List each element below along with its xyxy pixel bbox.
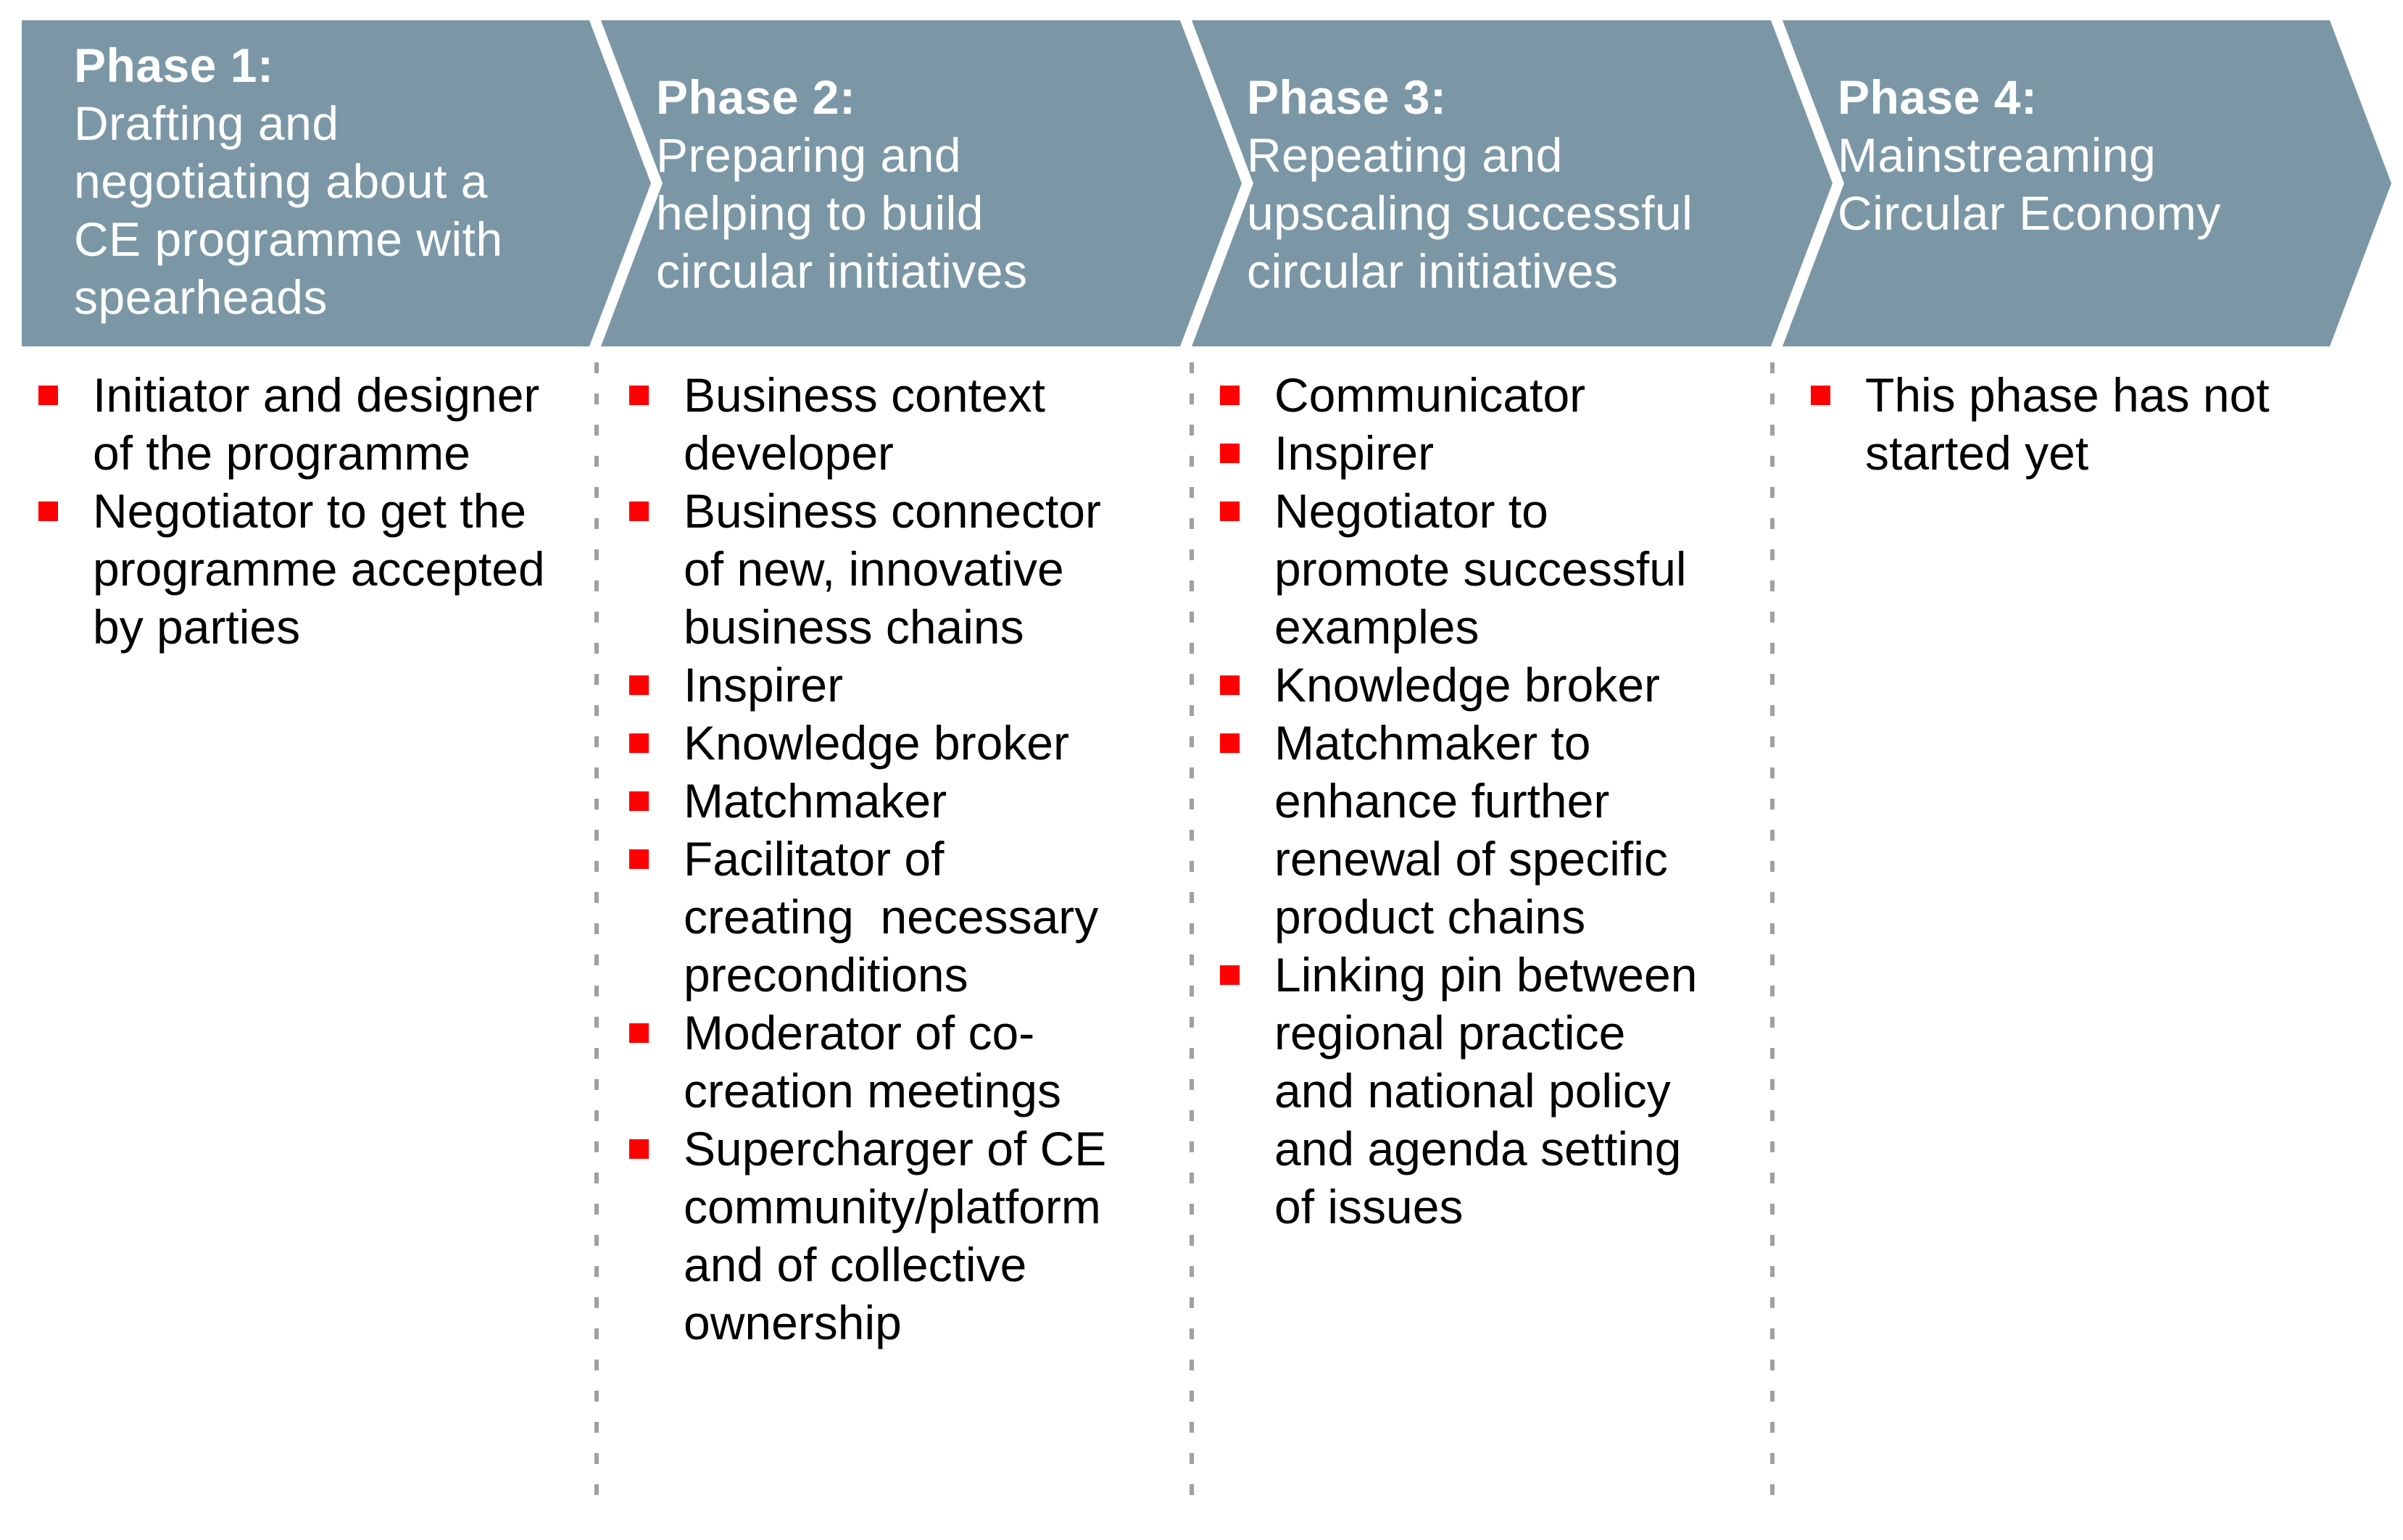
phase1-roles-list: Initiator and designer of the programme … (38, 366, 589, 656)
phase1-arrow-shape (22, 20, 651, 346)
list-item: Knowledge broker (629, 714, 1180, 772)
bullet-square-icon (629, 675, 649, 695)
bullet-square-icon (629, 1139, 649, 1159)
list-item: This phase has not started yet (1811, 366, 2383, 482)
phase4-header: Phase 4: Mainstreaming Circular Economy (1838, 68, 2360, 242)
phase2-title: Phase 2: (656, 70, 856, 124)
list-item: Business connector of new, innovative bu… (629, 482, 1180, 656)
column-divider-2 (1190, 362, 1194, 1515)
phase1-title: Phase 1: (74, 38, 274, 92)
bullet-text: Knowledge broker (1274, 658, 1660, 712)
bullet-text: Matchmaker (684, 774, 947, 828)
bullet-text: Business context developer (684, 368, 1045, 480)
list-item: Initiator and designer of the programme (38, 366, 589, 482)
list-item: Negotiator to promote successful example… (1220, 482, 1764, 656)
list-item: Facilitator of creating necessary precon… (629, 830, 1180, 1004)
list-item: Negotiator to get the programme accepted… (38, 482, 589, 656)
phase3-roles-list: Communicator Inspirer Negotiator to prom… (1220, 366, 1764, 1236)
bullet-text: Inspirer (684, 658, 844, 712)
list-item: Matchmaker to enhance further renewal of… (1220, 714, 1764, 946)
phase2-header: Phase 2: Preparing and helping to build … (656, 68, 1163, 300)
bullet-text: Communicator (1274, 368, 1586, 422)
phase4-arrow-shape (1782, 20, 2391, 346)
phase4-roles-list: This phase has not started yet (1811, 366, 2383, 482)
phase-arrow-band (22, 20, 2391, 346)
phase3-header: Phase 3: Repeating and upscaling success… (1247, 68, 1769, 300)
phase2-subtitle: Preparing and helping to build circular … (656, 128, 1028, 298)
bullet-text: This phase has not started yet (1865, 368, 2270, 480)
phase1-subtitle: Drafting and negotiating about a CE prog… (74, 96, 503, 324)
bullet-square-icon (38, 501, 58, 521)
bullet-text: Negotiator to get the programme accepted… (93, 484, 545, 654)
bullet-square-icon (1220, 965, 1240, 985)
bullet-square-icon (629, 733, 649, 753)
bullet-square-icon (629, 849, 649, 869)
bullet-text: Negotiator to promote successful example… (1274, 484, 1687, 654)
bullet-text: Linking pin between regional practice an… (1274, 948, 1698, 1233)
column-divider-1 (594, 362, 599, 1515)
phase3-arrow-shape (1192, 20, 1833, 346)
phase4-title: Phase 4: (1838, 70, 2038, 124)
bullet-square-icon (629, 1023, 649, 1043)
bullet-text: Supercharger of CE community/platform an… (684, 1122, 1107, 1349)
phase2-roles-list: Business context developer Business conn… (629, 366, 1180, 1352)
bullet-text: Initiator and designer of the programme (93, 368, 540, 480)
bullet-square-icon (1220, 733, 1240, 753)
phase3-title: Phase 3: (1247, 70, 1447, 124)
list-item: Business context developer (629, 366, 1180, 482)
list-item: Matchmaker (629, 772, 1180, 830)
bullet-square-icon (38, 386, 58, 405)
phase3-subtitle: Repeating and upscaling successful circu… (1247, 128, 1693, 298)
bullet-square-icon (1220, 444, 1240, 463)
phase1-header: Phase 1: Drafting and negotiating about … (74, 36, 581, 326)
list-item: Moderator of co- creation meetings (629, 1004, 1180, 1120)
list-item: Communicator (1220, 366, 1764, 424)
bullet-text: Matchmaker to enhance further renewal of… (1274, 716, 1668, 944)
bullet-square-icon (1220, 386, 1240, 405)
bullet-text: Moderator of co- creation meetings (684, 1006, 1061, 1117)
column-divider-3 (1770, 362, 1775, 1515)
list-item: Knowledge broker (1220, 656, 1764, 714)
bullet-square-icon (629, 501, 649, 521)
list-item: Inspirer (629, 656, 1180, 714)
list-item: Supercharger of CE community/platform an… (629, 1120, 1180, 1352)
bullet-text: Facilitator of creating necessary precon… (684, 832, 1099, 1002)
bullet-square-icon (629, 791, 649, 811)
bullet-square-icon (629, 386, 649, 405)
list-item: Inspirer (1220, 424, 1764, 482)
bullet-square-icon (1220, 501, 1240, 521)
bullet-text: Inspirer (1274, 426, 1435, 480)
phase2-arrow-shape (601, 20, 1242, 346)
bullet-text: Knowledge broker (684, 716, 1069, 770)
bullet-square-icon (1220, 675, 1240, 695)
list-item: Linking pin between regional practice an… (1220, 946, 1764, 1236)
bullet-text: Business connector of new, innovative bu… (684, 484, 1101, 654)
phase4-subtitle: Mainstreaming Circular Economy (1838, 128, 2221, 240)
bullet-square-icon (1811, 386, 1830, 405)
